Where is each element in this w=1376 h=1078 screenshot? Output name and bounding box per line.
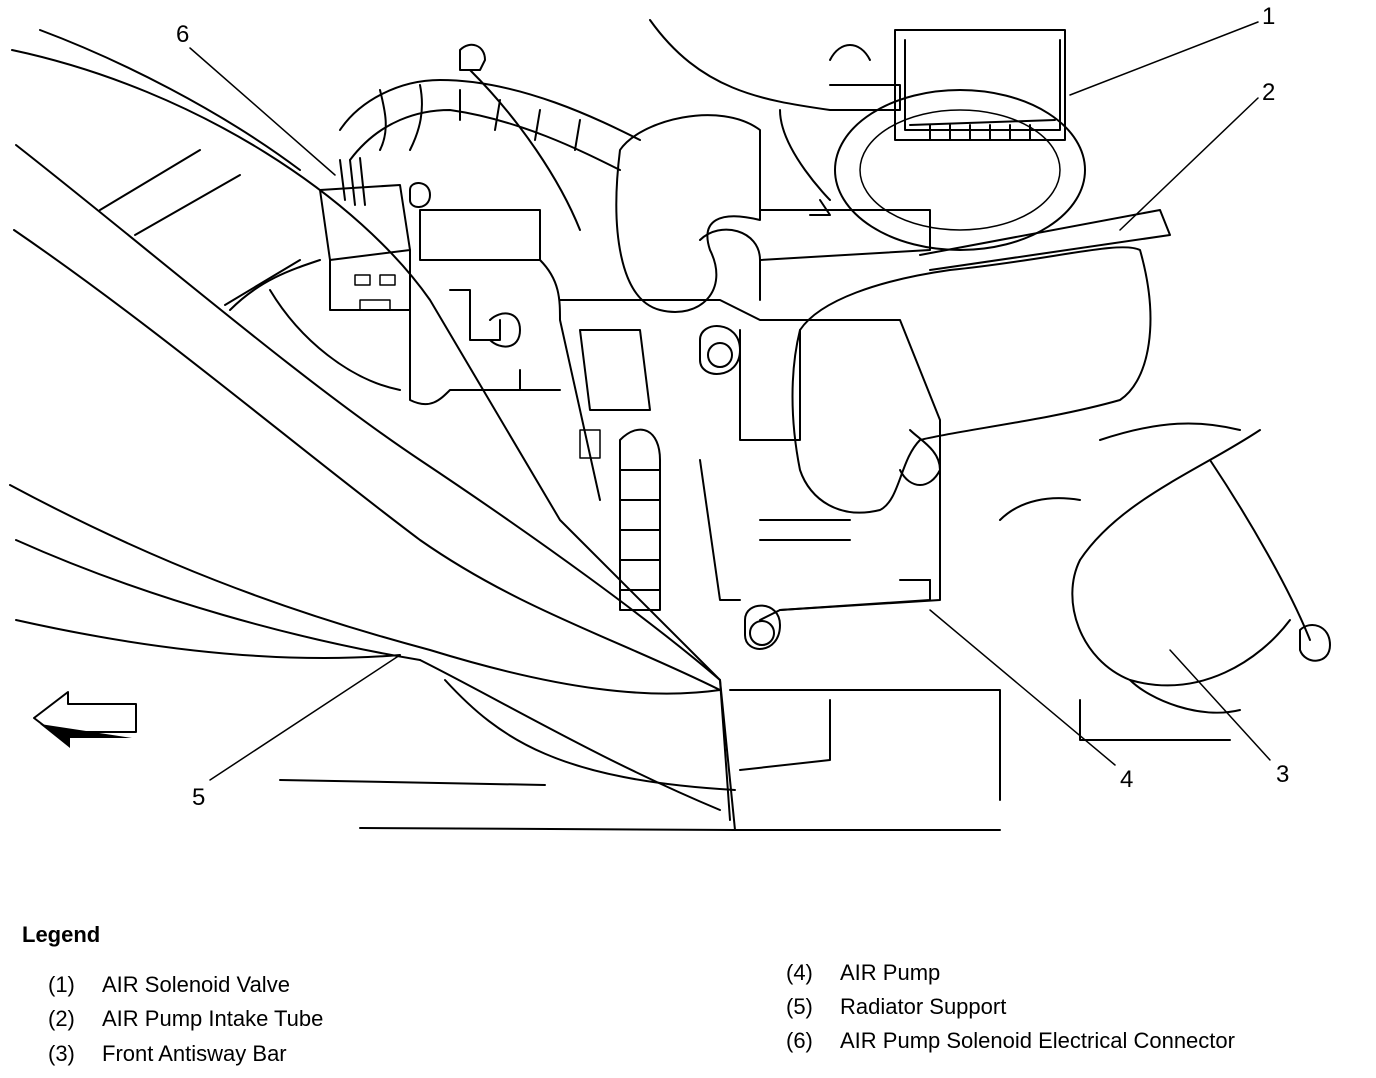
engine-component-diagram: 1 2 3 4 5 6 [9,3,1331,831]
hose-elbow-drawing [615,114,931,313]
legend-item-6: (6) AIR Pump Solenoid Electrical Connecto… [786,1028,1235,1054]
callout-6: 6 [176,21,189,48]
callout-5: 5 [192,784,205,811]
callout-leaders [189,21,1271,781]
legend-label: AIR Solenoid Valve [102,972,290,997]
legend-label: Radiator Support [840,994,1007,1019]
legend-number: (2) [48,1006,75,1031]
legend-item-5: (5) Radiator Support [786,994,1006,1020]
callout-4: 4 [1120,766,1133,793]
callout-3: 3 [1276,761,1289,788]
legend-number: (5) [786,994,813,1019]
electrical-connector-drawing [229,43,641,501]
legend-item-2: (2) AIR Pump Intake Tube [48,1006,323,1032]
air-solenoid-valve-drawing [649,19,1086,251]
legend-label: Front Antisway Bar [102,1041,287,1066]
legend-item-3: (3) Front Antisway Bar [48,1041,287,1067]
callout-2: 2 [1262,79,1275,106]
callout-1: 1 [1262,3,1275,30]
legend-number: (1) [48,972,75,997]
legend-number: (4) [786,960,813,985]
air-pump-drawing [559,299,941,650]
left-arrow-icon [33,691,137,748]
radiator-support-drawing [9,29,1001,831]
legend-title: Legend [22,922,101,947]
legend-label: AIR Pump Intake Tube [102,1006,324,1031]
legend-number: (6) [786,1028,813,1053]
legend-label: AIR Pump Solenoid Electrical Connector [840,1028,1235,1053]
legend-item-4: (4) AIR Pump [786,960,940,986]
legend-number: (3) [48,1041,75,1066]
front-antisway-bar-drawing [999,422,1331,741]
legend-item-1: (1) AIR Solenoid Valve [48,972,290,998]
legend-label: AIR Pump [840,960,941,985]
